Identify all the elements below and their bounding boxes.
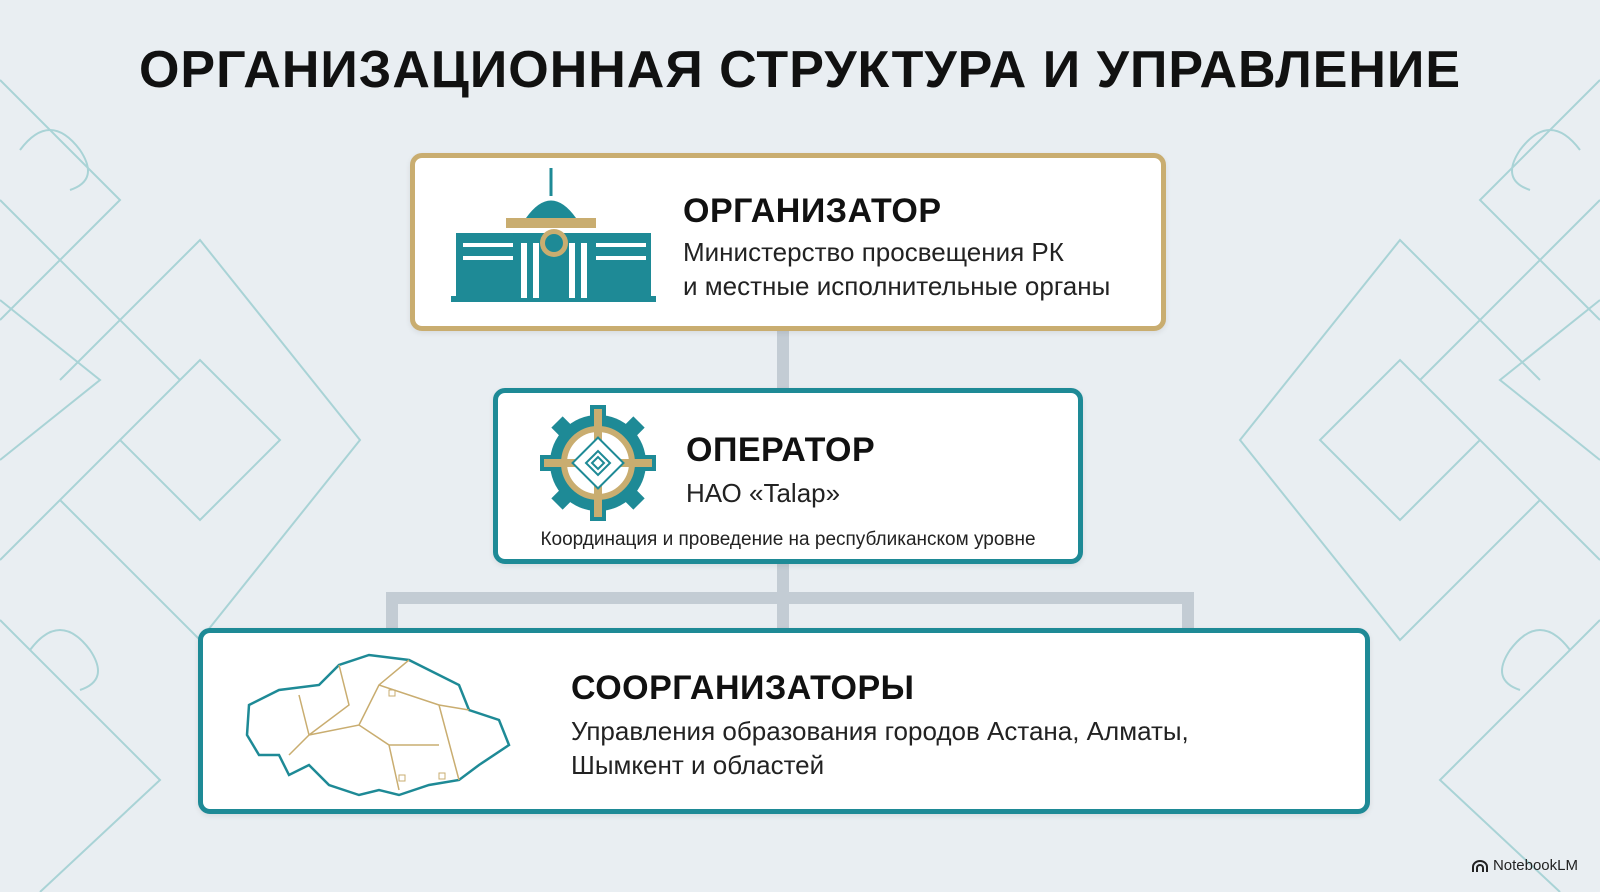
operator-card: ОПЕРАТОР НАО «Talap» Координация и прове… xyxy=(493,388,1083,564)
coorganizers-card: СООРГАНИЗАТОРЫ Управления образования го… xyxy=(198,628,1370,814)
operator-name: НАО «Talap» xyxy=(686,478,841,508)
organizer-card: ОРГАНИЗАТОР Министерство просвещения РК … xyxy=(410,153,1166,331)
connector-left-drop xyxy=(386,592,398,630)
operator-heading: ОПЕРАТОР xyxy=(686,431,876,469)
organizer-line-1: Министерство просвещения РК xyxy=(683,237,1064,267)
coorganizers-line-1: Управления образования городов Астана, А… xyxy=(571,716,1189,746)
coorganizers-line-2: Шымкент и областей xyxy=(571,750,825,780)
organizer-line-2: и местные исполнительные органы xyxy=(683,271,1111,301)
connector-right-drop xyxy=(1182,592,1194,630)
page-title: ОРГАНИЗАЦИОННАЯ СТРУКТУРА И УПРАВЛЕНИЕ xyxy=(138,41,1462,99)
connector-horizontal xyxy=(386,592,1194,604)
operator-note: Координация и проведение на республиканс… xyxy=(540,529,1036,550)
coorganizers-heading: СООРГАНИЗАТОРЫ xyxy=(571,669,915,707)
brand-label: NotebookLM xyxy=(1492,857,1578,874)
notebooklm-watermark: NotebookLM xyxy=(1471,857,1578,874)
connector-organizer-operator xyxy=(777,330,789,390)
government-building-icon xyxy=(451,168,656,302)
notebooklm-logo-icon xyxy=(1471,859,1488,872)
kazakhstan-map-icon xyxy=(245,653,511,797)
gear-logo-icon xyxy=(540,405,656,521)
organizer-heading: ОРГАНИЗАТОР xyxy=(683,192,942,230)
